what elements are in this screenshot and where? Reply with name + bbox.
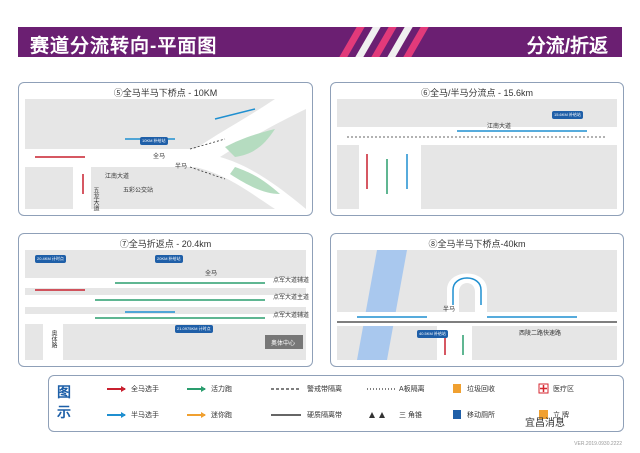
road-label: 西陵二路快速路 xyxy=(519,331,562,337)
supply-station-badge: 15.6KM 补给站 xyxy=(552,111,583,119)
legend-symbols xyxy=(107,383,549,419)
road-label: 点军大道辅道 xyxy=(273,278,310,284)
page-subtitle: 分流/折返 xyxy=(526,36,608,57)
supply-station-badge: 10KM 补给站 xyxy=(140,137,168,145)
timing-point-badge: 20.4KM 计时点 xyxy=(35,255,66,263)
header-banner: 赛道分流转向-平面图 分流/折返 xyxy=(18,27,622,57)
route-label: 全马 xyxy=(153,154,166,160)
road-label: 点军大道辅道 xyxy=(273,313,310,319)
stop-label: 五彩公交站 xyxy=(123,188,154,194)
map-panel-20km: ⑦全马折返点 - 20.4km 全马 点军大道辅道 点军大道主道 点军大道辅道 … xyxy=(18,233,313,367)
legend-item: 半马选手 xyxy=(131,412,159,419)
legend-item: 活力跑 xyxy=(211,386,232,393)
route-map xyxy=(337,127,617,209)
supply-station-badge: 40.5KM 补给站 xyxy=(417,330,448,338)
supply-station-badge: 20KM 补给站 xyxy=(155,255,183,263)
route-label: 全马 xyxy=(205,271,218,277)
legend-item: 警戒带隔离 xyxy=(307,386,342,393)
road-label: 点军大道主道 xyxy=(273,295,310,301)
legend-item: A板隔离 xyxy=(399,386,425,393)
watermark: 宜昌消息 xyxy=(525,418,565,429)
legend-item: 立 牌 xyxy=(553,412,569,419)
panel-title: ⑤全马半马下桥点 - 10KM xyxy=(113,88,218,98)
timing-point-badge: 21.0975KM 计时点 xyxy=(175,325,213,333)
road-label: 江南大道 xyxy=(105,174,130,180)
panel-title: ⑧全马半马下桥点-40km xyxy=(428,239,526,249)
legend-item: 医疗区 xyxy=(553,386,574,393)
route-label: 半马 xyxy=(175,164,188,170)
map-area: 全马 点军大道辅道 点军大道主道 点军大道辅道 奥体中心 奥体路 20.4KM … xyxy=(25,250,310,360)
map-panel-40km: ⑧全马半马下桥点-40km 半马 西陵二路快速路 40.5KM 补给站 xyxy=(330,233,624,367)
legend-item: 硬质隔离带 xyxy=(307,412,342,419)
panel-title: ⑥全马/半马分流点 - 15.6km xyxy=(420,88,533,98)
version-footer: VER.2019.0930.2222 xyxy=(574,441,622,447)
map-area: 半马 西陵二路快速路 40.5KM 补给站 xyxy=(337,250,617,360)
venue-label: 奥体中心 xyxy=(271,341,296,347)
road-label: 江南大道 xyxy=(487,124,512,130)
route-map xyxy=(25,99,306,209)
page-title: 赛道分流转向-平面图 xyxy=(30,36,218,57)
map-area: 江南大道 15.6KM 补给站 xyxy=(337,99,617,209)
map-area: 江南大道 全马 半马 五彩公交站 五龙大道 10KM 补给站 xyxy=(25,99,306,211)
panel-title: ⑦全马折返点 - 20.4km xyxy=(119,239,212,249)
legend-item: 移动厕所 xyxy=(467,412,495,419)
road-label: 奥体路 xyxy=(50,330,56,348)
road-label: 五龙大道 xyxy=(92,187,98,211)
route-map xyxy=(337,250,617,360)
legend-item: 垃圾回收 xyxy=(467,386,495,393)
route-label: 半马 xyxy=(443,307,456,313)
legend-item: 迷你跑 xyxy=(211,412,232,419)
legend-item: 全马选手 xyxy=(131,386,159,393)
map-panel-10km: ⑤全马半马下桥点 - 10KM 江南大道 全马 半马 五彩公交站 五龙大道 10… xyxy=(18,82,313,216)
route-map xyxy=(25,278,306,360)
legend-heading: 图示 xyxy=(57,384,71,420)
legend: 图示 全马选手 活力跑 警戒带隔离 A板隔离 垃圾回收 医疗区 半马选手 迷你跑… xyxy=(48,375,624,432)
legend-item: 三 角锥 xyxy=(399,412,422,419)
map-panel-15km: ⑥全马/半马分流点 - 15.6km 江南大道 15.6KM 补给站 xyxy=(330,82,624,216)
